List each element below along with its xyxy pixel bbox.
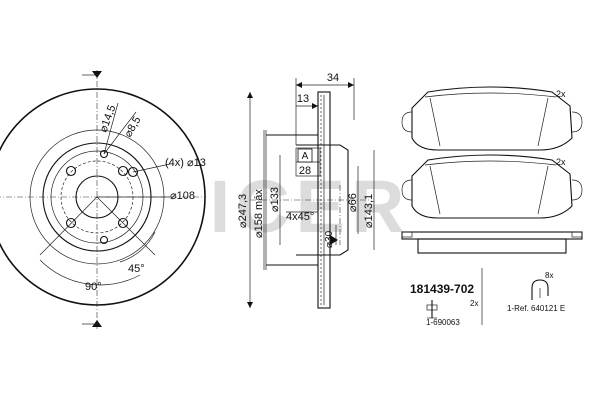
part-number: 181439-702 bbox=[410, 282, 474, 296]
bolt-hole bbox=[99, 235, 109, 245]
brake-pad-bottom bbox=[401, 154, 583, 219]
clip-ref: 1-Ref. 640121 E bbox=[507, 304, 565, 313]
bolt-hole bbox=[65, 165, 77, 177]
bolt-hole bbox=[99, 149, 109, 159]
sensor-qty: 2x bbox=[470, 299, 478, 308]
dim-d158max: ⌀158 máx bbox=[253, 189, 265, 238]
dim-w34: 34 bbox=[327, 72, 339, 84]
dim-holes: (4x) ⌀13 bbox=[165, 157, 206, 169]
wear-sensor-icon bbox=[426, 300, 438, 319]
clip-icon bbox=[531, 279, 549, 300]
dim-chamfer: 4x45° bbox=[286, 211, 314, 223]
disc-front-view bbox=[0, 70, 206, 330]
brake-pad-top bbox=[401, 86, 583, 151]
dim-angle90: 90° bbox=[85, 281, 102, 293]
dim-d133: ⌀133 bbox=[269, 187, 281, 212]
dim-w28: 28 bbox=[299, 165, 311, 177]
bolt-hole bbox=[127, 166, 139, 178]
dim-d14-5: ⌀14,5 bbox=[98, 104, 119, 134]
dim-d66: ⌀66 bbox=[347, 193, 359, 212]
clip-qty: 8x bbox=[545, 271, 553, 280]
bolt-hole bbox=[117, 165, 129, 177]
pad-qty-bottom: 2x bbox=[556, 157, 566, 167]
dim-angle45: 45° bbox=[128, 263, 145, 275]
sensor-ref: 1-690063 bbox=[426, 318, 460, 327]
dim-d108: ⌀108 bbox=[170, 190, 195, 202]
brake-pad-side-view bbox=[401, 231, 583, 254]
label-a: A bbox=[302, 151, 309, 162]
bolt-hole bbox=[65, 217, 77, 229]
bolt-hole bbox=[117, 217, 129, 229]
dim-d30: ⌀30 bbox=[324, 230, 335, 248]
pad-qty-top: 2x bbox=[556, 89, 566, 99]
dim-d143-1: ⌀143,1 bbox=[363, 194, 375, 228]
watermark: ICER bbox=[210, 165, 411, 248]
disc-section-view bbox=[247, 78, 375, 309]
dim-w13: 13 bbox=[297, 93, 309, 105]
dim-d247-3: ⌀247,3 bbox=[237, 194, 249, 228]
dim-d8-5: ⌀8,5 bbox=[122, 115, 143, 140]
